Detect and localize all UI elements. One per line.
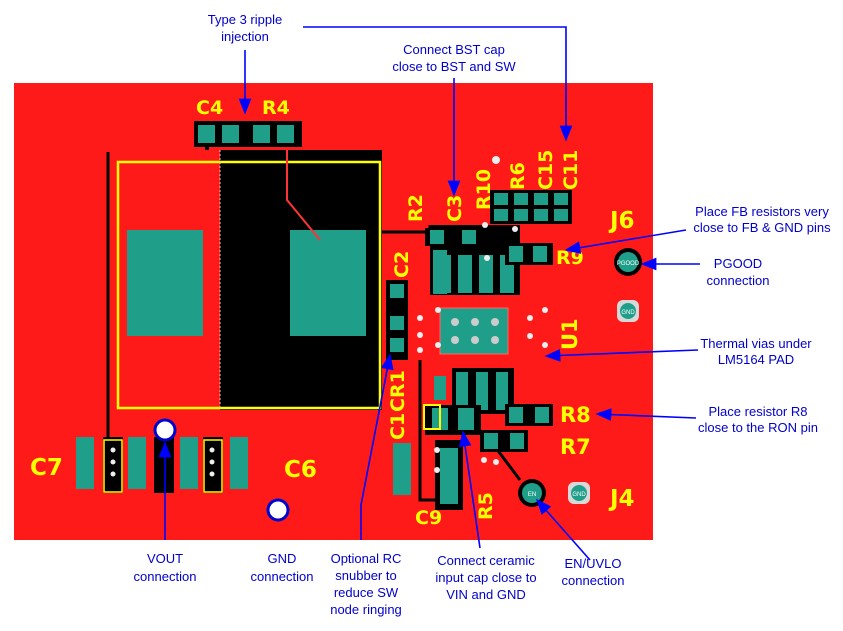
ann-snubber-l2: snubber to	[335, 568, 396, 583]
ann-snubber-l4: node ringing	[330, 602, 402, 617]
ann-enuvlo-l1: EN/UVLO	[564, 556, 621, 571]
gnd-test-pad: GND	[617, 300, 639, 322]
vout-test-point	[153, 418, 177, 442]
silk-j6: J6	[608, 208, 635, 234]
silk-c2: C2	[391, 251, 413, 278]
ann-ripple-l1: Type 3 ripple	[208, 12, 282, 27]
j4-gnd-pad: GND	[568, 482, 590, 504]
silk-c15: C15	[535, 150, 557, 190]
ann-snubber-l3: reduce SW	[334, 585, 399, 600]
ann-fb-l2: close to FB & GND pins	[693, 220, 831, 235]
silk-r4: R4	[262, 97, 290, 119]
ann-ripple-l2: injection	[221, 29, 269, 44]
silk-r10: R10	[473, 169, 495, 210]
silk-c1: C1	[387, 413, 409, 440]
ann-fb-l1: Place FB resistors very	[695, 204, 829, 219]
ann-gnd-l2: connection	[251, 569, 314, 584]
ann-thermal-l2: LM5164 PAD	[718, 352, 794, 367]
silk-r6: R6	[507, 162, 529, 190]
silk-j4: J4	[608, 486, 635, 512]
annotation-arrows	[158, 26, 700, 561]
silk-r5: R5	[475, 492, 497, 520]
silkscreen-labels: C4 R4 R2 C3 R10 R6 C15 C11 J6 C2 R9 U1 C…	[30, 97, 635, 529]
silk-c6: C6	[284, 457, 317, 483]
en-test-pad: EN	[518, 479, 546, 507]
gnd-test-point	[266, 498, 290, 522]
silk-r7: R7	[560, 435, 591, 459]
pgood-pad-label: PGOOD	[617, 261, 640, 267]
ann-vout-l2: connection	[134, 569, 197, 584]
silk-c9: C9	[415, 507, 442, 529]
pgood-test-pad: PGOOD	[614, 248, 642, 276]
c4-r4-pads	[194, 121, 302, 147]
output-caps	[76, 437, 248, 493]
silk-cr1: CR1	[387, 370, 409, 412]
ann-cin-l3: VIN and GND	[446, 587, 525, 602]
fb-passives	[425, 156, 572, 265]
ann-snubber-l1: Optional RC	[331, 551, 402, 566]
silk-c3: C3	[444, 195, 466, 222]
ann-bst-l1: Connect BST cap	[403, 42, 505, 57]
ann-gnd-l1: GND	[268, 551, 297, 566]
en-pad-label: EN	[528, 492, 536, 498]
silk-r9: R9	[556, 247, 584, 269]
ann-thermal-l1: Thermal vias under	[700, 336, 812, 351]
ann-enuvlo-l2: connection	[562, 573, 625, 588]
gnd-pad-label: GND	[621, 310, 635, 316]
ann-cin-l1: Connect ceramic	[437, 553, 535, 568]
silk-c7: C7	[30, 455, 63, 481]
silk-c11: C11	[560, 150, 582, 190]
silk-u1: U1	[558, 318, 582, 350]
ann-bst-l2: close to BST and SW	[392, 59, 516, 74]
c2-cr1-pads	[386, 250, 447, 360]
ann-pgood-l1: PGOOD	[714, 256, 762, 271]
silk-r2: R2	[405, 194, 427, 222]
c1-r8-r7-pads	[393, 376, 553, 510]
ann-cin-l2: input cap close to	[435, 570, 536, 585]
silk-c4: C4	[196, 97, 223, 119]
inductor	[116, 128, 382, 410]
ann-pgood-l2: connection	[707, 273, 770, 288]
j4-gnd-pad-label: GND	[572, 492, 586, 498]
ann-r8-l1: Place resistor R8	[709, 404, 808, 419]
ann-vout-l1: VOUT	[147, 551, 183, 566]
ann-r8-l2: close to the RON pin	[698, 420, 818, 435]
annotation-texts: Type 3 ripple injection Connect BST cap …	[134, 12, 832, 617]
silk-r8: R8	[560, 403, 591, 427]
